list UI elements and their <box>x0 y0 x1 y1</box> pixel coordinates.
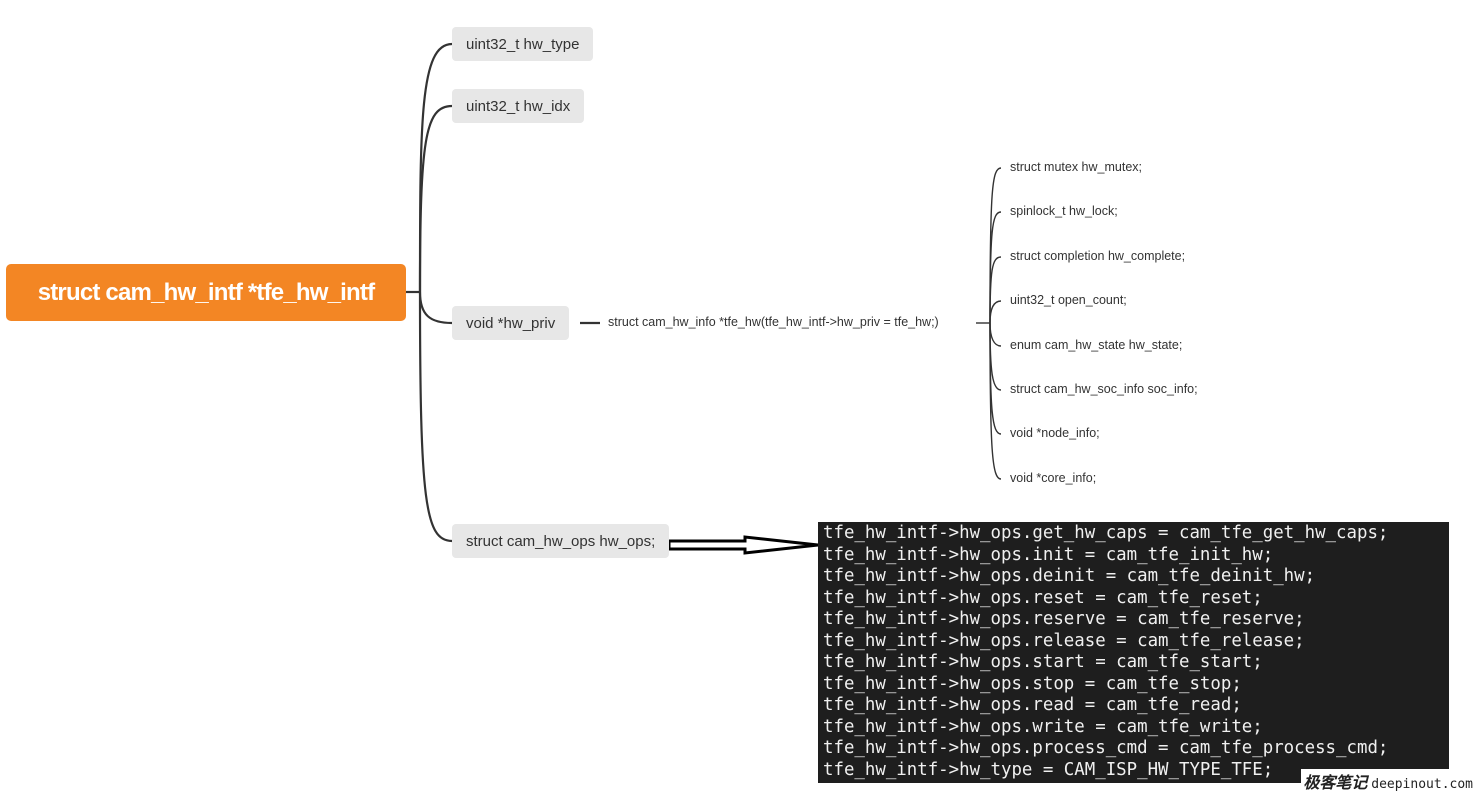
node-hw-type[interactable]: uint32_t hw_type <box>452 27 594 61</box>
code-line: tfe_hw_intf->hw_ops.stop = cam_tfe_stop; <box>823 673 1242 694</box>
field-hw-complete[interactable]: struct completion hw_complete; <box>1010 249 1186 263</box>
node-hw-priv[interactable]: void *hw_priv <box>452 306 570 340</box>
root-label: struct cam_hw_intf *tfe_hw_intf <box>37 278 375 306</box>
code-line: tfe_hw_intf->hw_ops.get_hw_caps = cam_tf… <box>823 523 1389 543</box>
field-hw-state[interactable]: enum cam_hw_state hw_state; <box>1010 338 1183 352</box>
field-hw-mutex[interactable]: struct mutex hw_mutex; <box>1010 160 1142 174</box>
field-soc-info[interactable]: struct cam_hw_soc_info soc_info; <box>1010 382 1198 396</box>
root-node[interactable]: struct cam_hw_intf *tfe_hw_intf <box>6 264 406 321</box>
code-block: tfe_hw_intf->hw_ops.get_hw_caps = cam_tf… <box>818 522 1449 783</box>
code-line: tfe_hw_intf->hw_ops.write = cam_tfe_writ… <box>823 716 1263 737</box>
watermark: 极客笔记 deepinout.com <box>1301 769 1475 793</box>
watermark-cn: 极客笔记 <box>1303 773 1368 792</box>
code-line: tfe_hw_intf->hw_type = CAM_ISP_HW_TYPE_T… <box>823 759 1274 780</box>
hw-info-node[interactable]: struct cam_hw_info *tfe_hw(tfe_hw_intf->… <box>608 315 939 329</box>
code-line: tfe_hw_intf->hw_ops.reset = cam_tfe_rese… <box>823 587 1263 608</box>
field-hw-lock[interactable]: spinlock_t hw_lock; <box>1010 204 1118 218</box>
node-label: void *hw_priv <box>466 314 556 332</box>
code-line: tfe_hw_intf->hw_ops.init = cam_tfe_init_… <box>823 544 1274 565</box>
field-open-count[interactable]: uint32_t open_count; <box>1010 293 1127 307</box>
arrow-icon <box>667 535 819 555</box>
node-label: uint32_t hw_type <box>466 35 580 53</box>
code-line: tfe_hw_intf->hw_ops.reserve = cam_tfe_re… <box>823 609 1305 629</box>
code-line: tfe_hw_intf->hw_ops.deinit = cam_tfe_dei… <box>823 566 1316 586</box>
node-label: struct cam_hw_ops hw_ops; <box>466 532 656 550</box>
code-line: tfe_hw_intf->hw_ops.process_cmd = cam_tf… <box>823 738 1389 758</box>
code-line: tfe_hw_intf->hw_ops.read = cam_tfe_read; <box>823 695 1242 715</box>
node-hw-ops[interactable]: struct cam_hw_ops hw_ops; <box>452 524 670 558</box>
node-hw-idx[interactable]: uint32_t hw_idx <box>452 89 585 123</box>
watermark-en: deepinout.com <box>1371 777 1473 792</box>
code-line: tfe_hw_intf->hw_ops.release = cam_tfe_re… <box>823 630 1305 651</box>
node-label: uint32_t hw_idx <box>466 97 571 115</box>
code-line: tfe_hw_intf->hw_ops.start = cam_tfe_star… <box>823 652 1263 672</box>
field-node-info[interactable]: void *node_info; <box>1010 426 1100 440</box>
field-core-info[interactable]: void *core_info; <box>1010 471 1097 485</box>
